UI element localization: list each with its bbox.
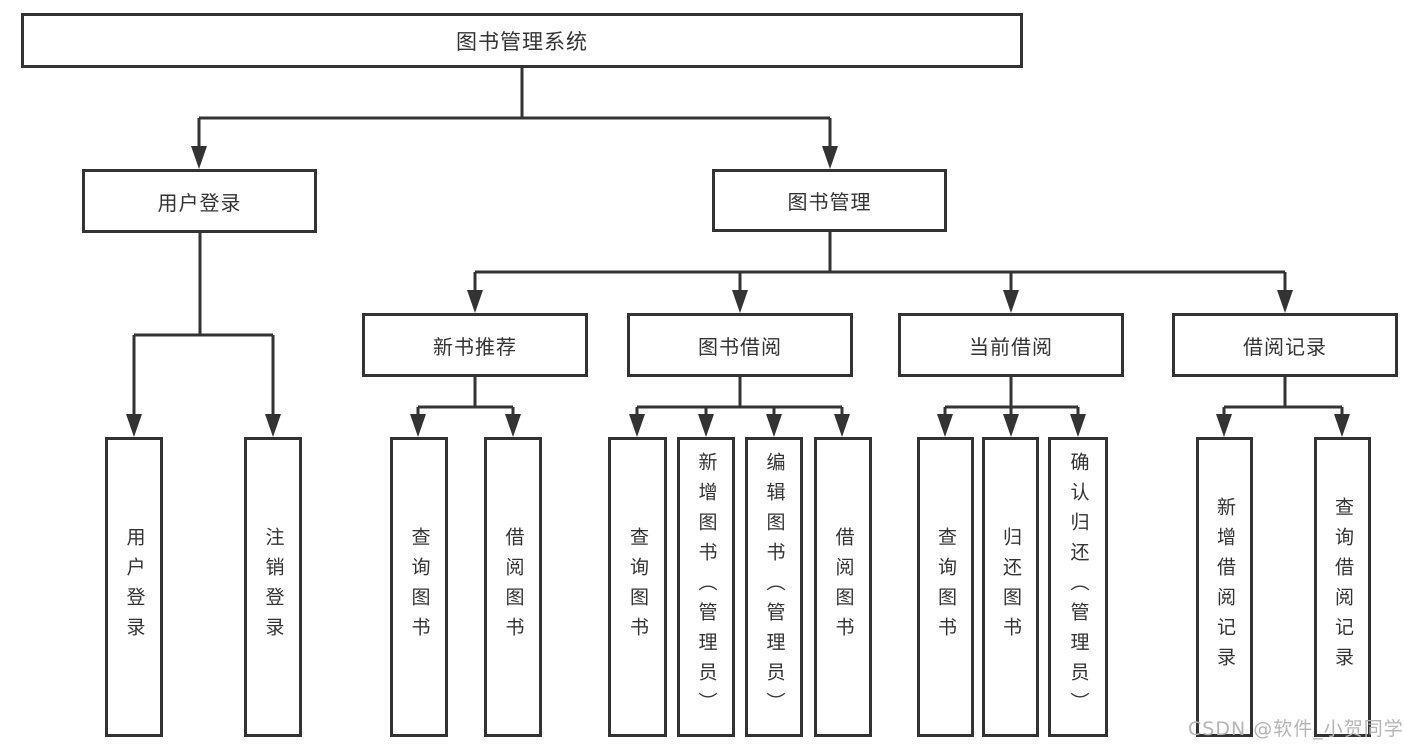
leaf-logout: 注销登录: [244, 437, 302, 737]
leaf-br-add-record: 新增借阅记录: [1196, 437, 1253, 737]
leaf-bb-edit-books-admin: 编辑图书（管理员）: [745, 437, 803, 737]
node-user-login: 用户登录: [82, 169, 317, 233]
leaf-cb-query-books: 查询图书: [917, 437, 974, 737]
leaf-br-add-record-label: 新增借阅记录: [1214, 497, 1236, 677]
node-library-management-system: 图书管理系统: [21, 13, 1023, 68]
leaf-cb-confirm-return-label: 确认归还（管理员）: [1067, 452, 1090, 722]
node-borrowing-records: 借阅记录: [1172, 313, 1398, 377]
leaf-user-login: 用户登录: [105, 437, 163, 737]
leaf-bb-borrow-books: 借阅图书: [814, 437, 872, 737]
leaf-bb-query-books-label: 查询图书: [627, 527, 649, 647]
leaf-bb-borrow-books-label: 借阅图书: [832, 527, 855, 647]
leaf-user-login-label: 用户登录: [123, 527, 146, 647]
leaf-cb-return-books: 归还图书: [982, 437, 1039, 737]
leaf-bb-add-books-admin: 新增图书（管理员）: [677, 437, 735, 737]
leaf-br-query-record: 查询借阅记录: [1314, 437, 1371, 737]
leaf-bb-add-books-label: 新增图书（管理员）: [695, 452, 718, 722]
leaf-bb-query-books: 查询图书: [608, 437, 667, 737]
leaf-rec-borrow-books: 借阅图书: [484, 437, 542, 737]
leaf-logout-label: 注销登录: [262, 527, 285, 647]
leaf-rec-query-books: 查询图书: [390, 437, 448, 737]
leaf-cb-query-books-label: 查询图书: [935, 527, 957, 647]
node-book-borrowing: 图书借阅: [627, 313, 853, 377]
leaf-cb-confirm-return-admin: 确认归还（管理员）: [1048, 437, 1108, 737]
leaf-rec-query-books-label: 查询图书: [408, 527, 431, 647]
csdn-watermark: CSDN @软件_小贺同学: [1188, 718, 1404, 740]
node-book-management: 图书管理: [712, 169, 947, 232]
node-new-book-recommendation: 新书推荐: [362, 313, 588, 377]
leaf-rec-borrow-books-label: 借阅图书: [502, 527, 525, 647]
leaf-bb-edit-books-label: 编辑图书（管理员）: [763, 452, 786, 722]
node-current-borrowing: 当前借阅: [898, 313, 1124, 377]
leaf-cb-return-books-label: 归还图书: [1000, 527, 1022, 647]
leaf-br-query-record-label: 查询借阅记录: [1332, 497, 1354, 677]
